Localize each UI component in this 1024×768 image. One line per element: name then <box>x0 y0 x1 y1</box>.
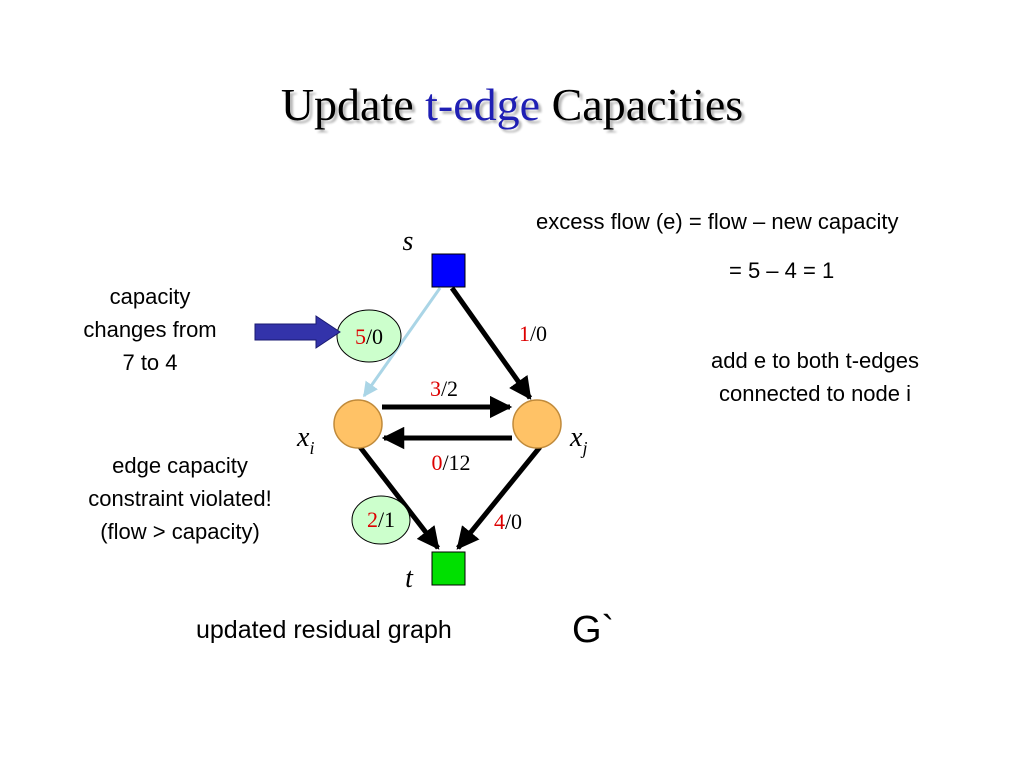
label-xi: xi <box>296 422 314 458</box>
label-xj: xj <box>569 422 587 458</box>
label-s: s <box>403 226 414 257</box>
label-t: t <box>405 563 414 594</box>
capacity-line-3: 7 to 4 <box>122 350 178 375</box>
title-highlight: t-edge <box>425 79 541 130</box>
violation-line-3: (flow > capacity) <box>100 519 260 544</box>
label-xi-xj: 3/2 <box>430 376 458 401</box>
violation-line-2: constraint violated! <box>88 486 272 511</box>
capacity-change-note: capacity changes from 7 to 4 <box>40 280 260 379</box>
sink-node <box>431 551 466 586</box>
add-excess-line-2: connected to node i <box>718 381 912 406</box>
title-prefix: Update <box>280 79 414 130</box>
excess-formula: excess flow (e) = flow – new capacity <box>536 209 899 234</box>
label-s-xj: 1/0 <box>519 321 547 346</box>
node-xj <box>512 399 562 449</box>
node-xi <box>333 399 383 449</box>
label-xj-xi: 0/12 <box>431 450 470 475</box>
violation-line-1: edge capacity <box>112 453 248 478</box>
edge-xi-t <box>358 445 440 550</box>
label-xj-t: 4/0 <box>494 509 522 534</box>
add-excess-line-1: add e to both t-edges <box>711 348 919 373</box>
slide-title: Update t-edge Capacities <box>0 78 1024 131</box>
edge-xj-t <box>456 445 542 550</box>
graph-symbol: G` <box>572 609 614 651</box>
label-s-xi: 5/0 <box>355 324 383 349</box>
pointer-arrow-icon <box>254 315 341 349</box>
source-node <box>431 253 466 288</box>
edge-s-xj <box>449 286 533 400</box>
excess-value: = 5 – 4 = 1 <box>729 258 835 283</box>
title-suffix: Capacities <box>551 79 744 130</box>
violation-note: edge capacity constraint violated! (flow… <box>30 449 330 548</box>
label-xi-t: 2/1 <box>367 507 395 532</box>
bubble-xi-t <box>351 495 411 545</box>
graph-caption: updated residual graph <box>196 616 452 644</box>
capacity-line-2: changes from <box>83 317 217 342</box>
add-excess-note: add e to both t-edges connected to node … <box>650 344 980 410</box>
edge-s-xi <box>362 287 442 398</box>
capacity-line-1: capacity <box>109 284 191 309</box>
bubble-s-xi <box>336 309 402 363</box>
